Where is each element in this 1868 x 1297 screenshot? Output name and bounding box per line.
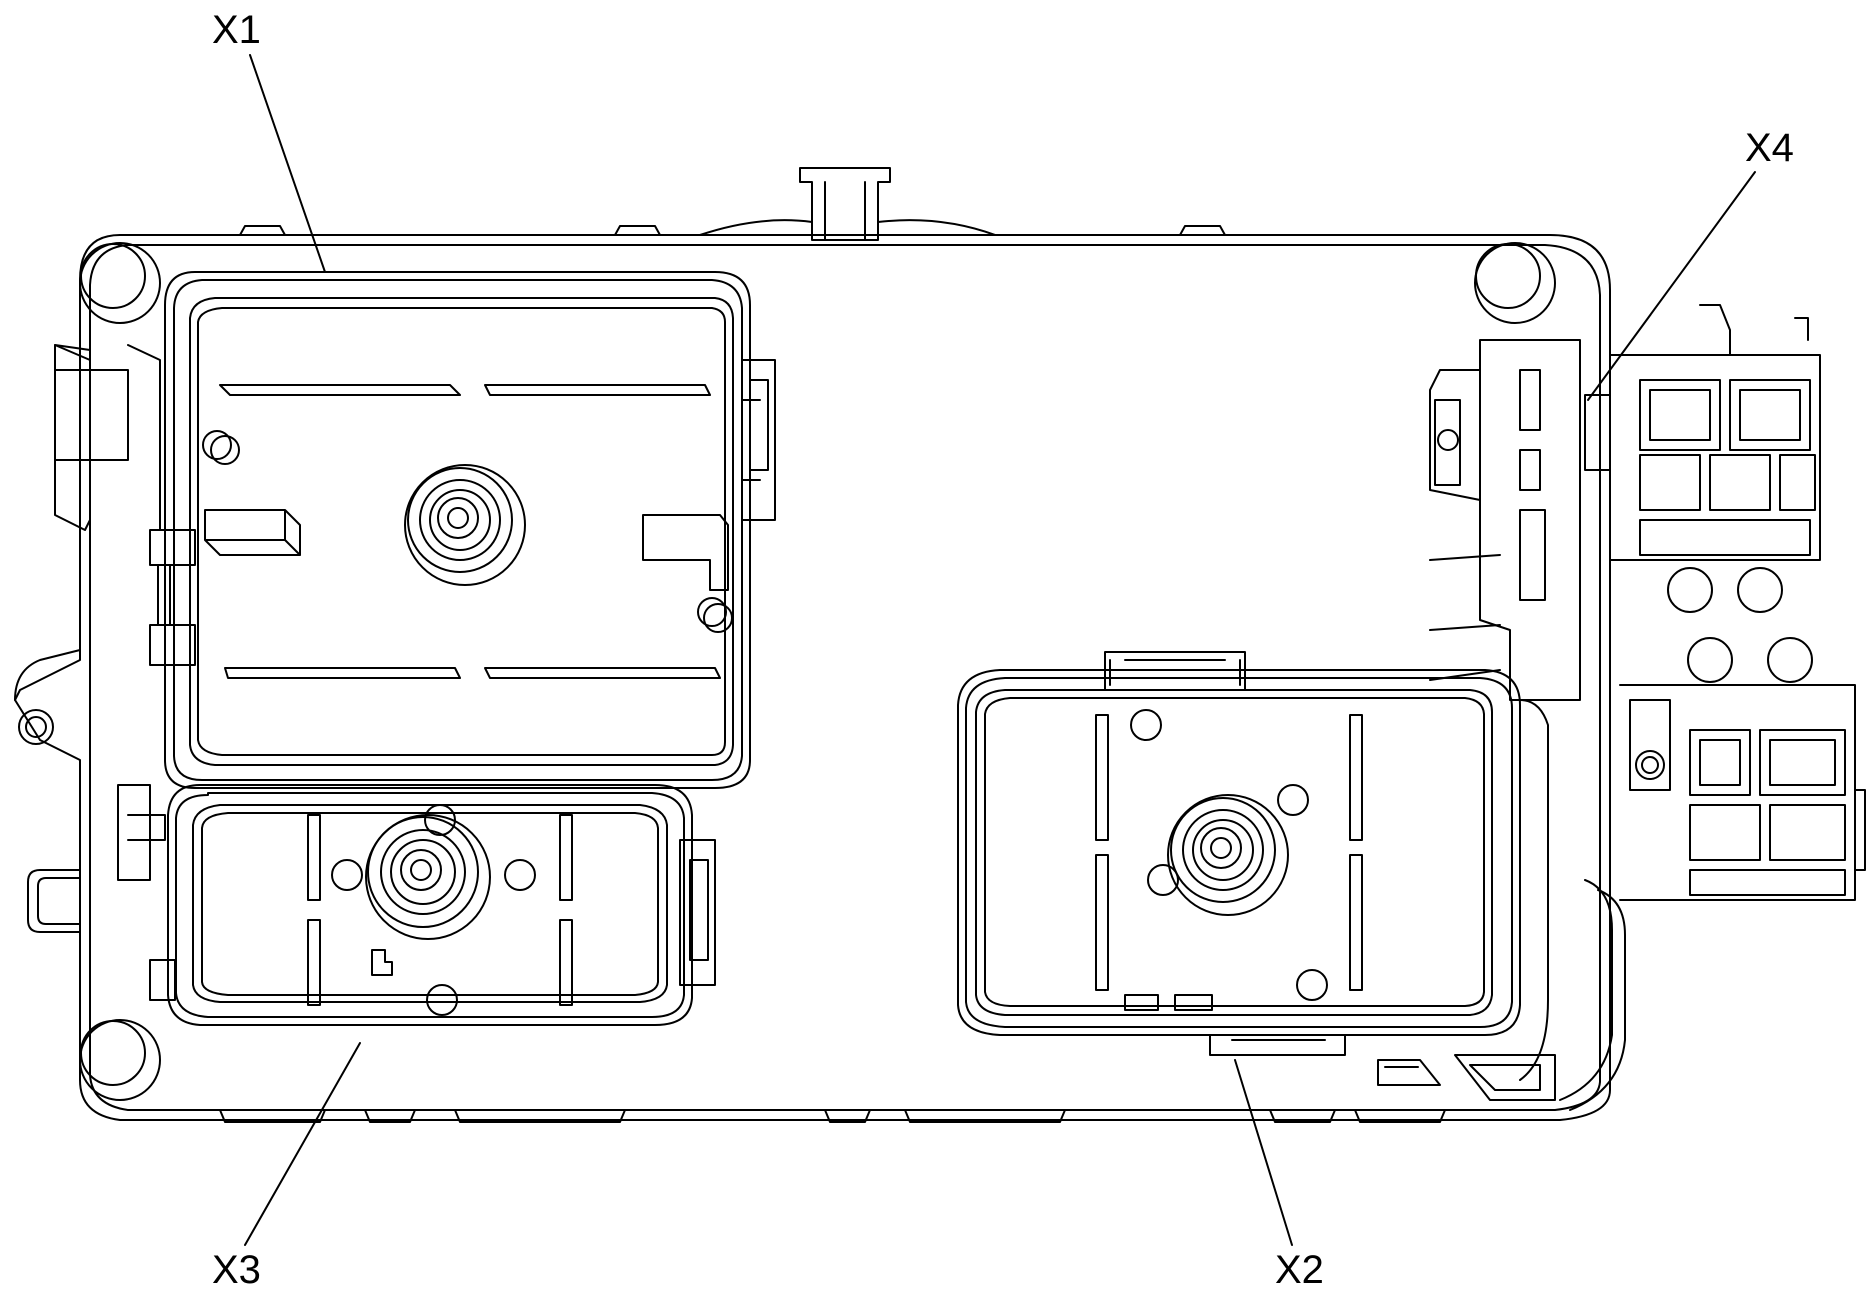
- x3-connector-cover: [117, 784, 716, 1026]
- x3-leader-line: [244, 1042, 361, 1246]
- x2-callout-label: X2: [1275, 1248, 1324, 1292]
- x2-leader-line: [1234, 1059, 1293, 1246]
- x2-connector-cover: [957, 651, 1626, 1111]
- x4-connector-assembly: [1429, 304, 1866, 901]
- leader-lines: [244, 54, 1756, 1246]
- x1-connector-cover: [149, 271, 776, 789]
- x4-leader-line: [1587, 171, 1756, 401]
- x4-callout-label: X4: [1745, 126, 1794, 170]
- housing: [14, 167, 1611, 1123]
- x3-callout-label: X3: [212, 1248, 261, 1292]
- x1-callout-label: X1: [212, 8, 261, 52]
- x1-leader-line: [249, 54, 326, 273]
